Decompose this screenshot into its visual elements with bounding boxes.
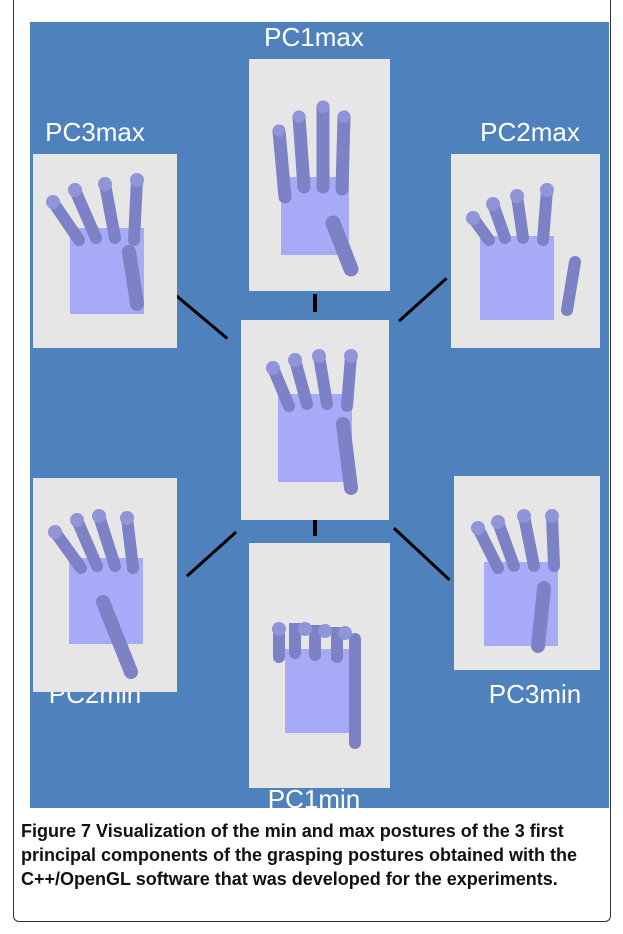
connector-bottom	[313, 518, 317, 536]
hand-pc2max-illustration	[466, 183, 581, 320]
connector-top	[313, 294, 317, 312]
connector-top-left	[171, 291, 229, 340]
hand-pc1max-illustration	[272, 100, 359, 277]
figure-frame	[13, 0, 611, 922]
hand-pc3min-illustration	[471, 509, 560, 653]
hand-pc2min-illustration	[48, 509, 143, 679]
connector-bottom-left	[186, 530, 238, 578]
label-pc1max: PC1max	[264, 22, 364, 52]
panel-pc3min	[454, 476, 600, 670]
connector-bottom-right	[392, 527, 451, 582]
figure-plate: PC1max PC3max PC2max PC2min PC3min PC1mi…	[30, 22, 609, 808]
label-pc1min: PC1min	[267, 784, 361, 808]
hand-pc1min-illustration	[272, 622, 361, 749]
panel-pc2min	[33, 478, 177, 692]
panel-pc1max	[249, 59, 390, 291]
caption-text: Visualization of the min and max posture…	[21, 821, 578, 889]
hand-pc3max-illustration	[46, 173, 144, 314]
panel-pc1min	[249, 543, 390, 788]
label-pc2max: PC2max	[480, 117, 580, 147]
label-pc3max: PC3max	[45, 117, 145, 147]
connector-top-right	[398, 277, 448, 323]
panel-pc3max	[33, 154, 177, 348]
caption-lead: Figure 7	[21, 821, 92, 841]
hand-center-illustration	[266, 349, 358, 495]
panel-center	[241, 320, 389, 520]
figure-caption: Figure 7 Visualization of the min and ma…	[21, 819, 601, 891]
label-pc3min: PC3min	[488, 679, 582, 709]
panel-pc2max	[451, 154, 600, 348]
